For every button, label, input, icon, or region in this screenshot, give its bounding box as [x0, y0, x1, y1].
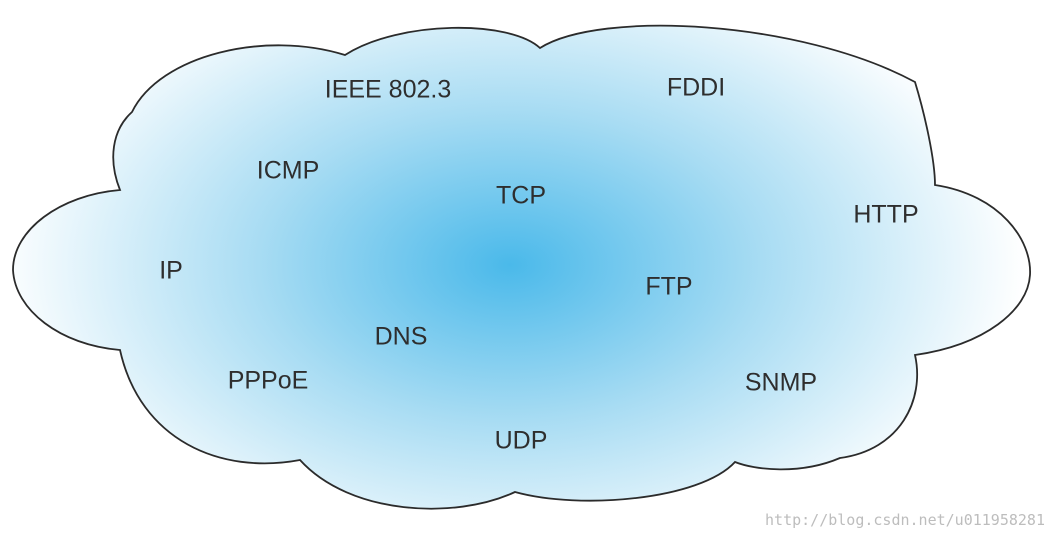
label-ftp: FTP	[645, 272, 693, 301]
label-tcp: TCP	[496, 181, 546, 210]
label-icmp: ICMP	[256, 156, 320, 185]
label-http: HTTP	[853, 200, 919, 229]
label-ieee-802-3: IEEE 802.3	[324, 75, 452, 104]
label-pppoe: PPPoE	[227, 366, 309, 395]
label-udp: UDP	[494, 426, 548, 455]
cloud-outline	[12, 24, 1031, 510]
label-snmp: SNMP	[744, 368, 818, 397]
label-dns: DNS	[374, 322, 428, 351]
watermark-url: http://blog.csdn.net/u011958281	[765, 511, 1045, 529]
label-fddi: FDDI	[666, 73, 726, 102]
label-ip: IP	[159, 256, 183, 285]
